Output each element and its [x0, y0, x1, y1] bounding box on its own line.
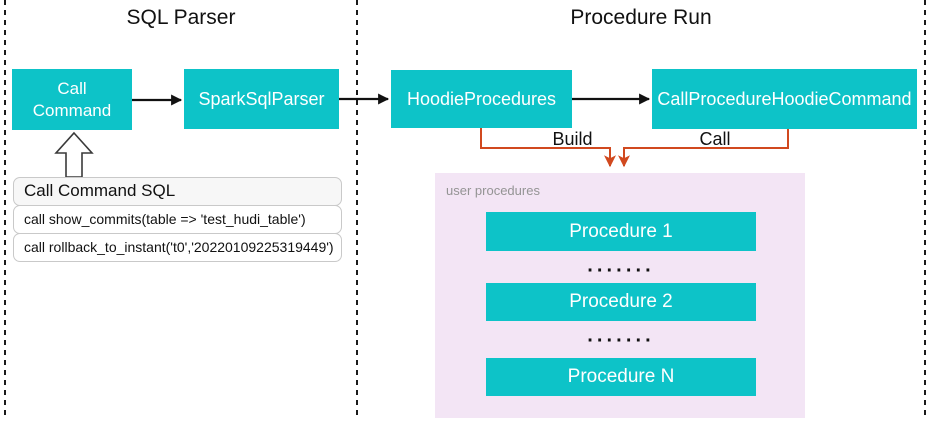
- node-sparksqlparser: SparkSqlParser: [184, 69, 339, 129]
- node-procedure-2: Procedure 2: [486, 283, 756, 321]
- node-callprocedurehoodiecommand: CallProcedureHoodieCommand: [652, 69, 917, 129]
- node-procedure-1: Procedure 1: [486, 212, 756, 251]
- section-title-sql-parser: SQL Parser: [126, 6, 236, 29]
- node-call-command: Call Command: [12, 69, 132, 130]
- sql-example-row: call show_commits(table => 'test_hudi_ta…: [13, 205, 342, 234]
- edge-label-call: Call: [699, 129, 731, 149]
- edge-label-build: Build: [552, 129, 593, 149]
- procedures-ellipsis: ·······: [587, 330, 655, 352]
- node-hoodieprocedures: HoodieProcedures: [391, 70, 572, 128]
- sql-example-row: call rollback_to_instant('t0','202201092…: [13, 233, 342, 262]
- sql-examples-panel: Call Command SQL call show_commits(table…: [13, 177, 342, 262]
- up-arrow-icon: [54, 131, 94, 178]
- user-procedures-label: user procedures: [446, 183, 540, 198]
- section-title-procedure-run: Procedure Run: [570, 6, 712, 29]
- sql-panel-header: Call Command SQL: [13, 177, 342, 206]
- procedures-ellipsis: ·······: [587, 260, 655, 282]
- user-procedures-container: user procedures Procedure 1 ······· Proc…: [435, 173, 805, 418]
- node-procedure-n: Procedure N: [486, 358, 756, 396]
